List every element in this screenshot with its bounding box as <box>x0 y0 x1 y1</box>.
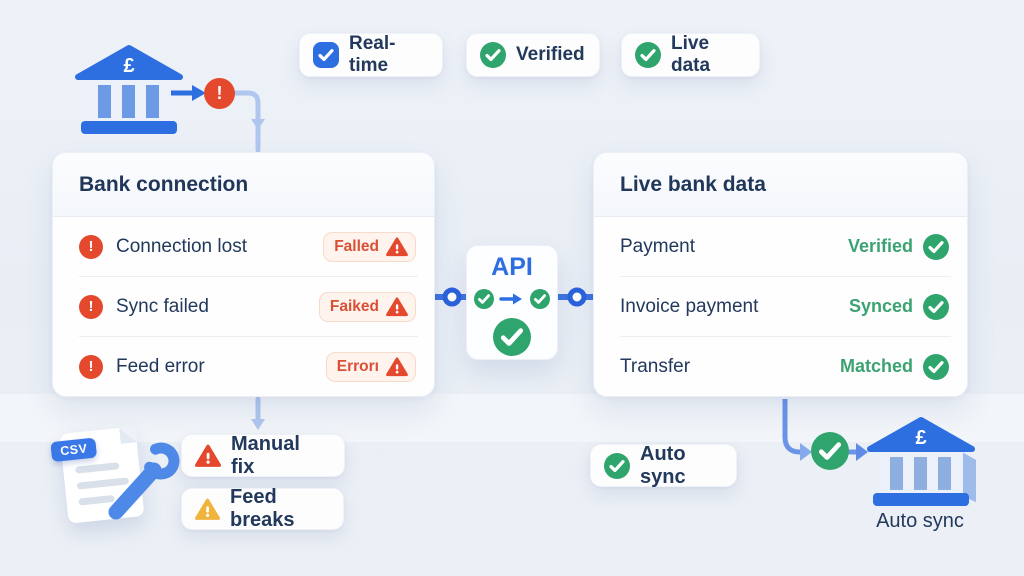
card-body: ! Connection lost Falled ! Sync failed F… <box>53 217 434 396</box>
status-badge: Verified <box>847 233 949 260</box>
api-flow <box>474 289 550 309</box>
check-circle-icon <box>480 42 506 68</box>
warning-triangle-icon <box>195 444 221 468</box>
badge-label: Feed breaks <box>230 486 295 531</box>
card-title: Bank connection <box>79 172 249 196</box>
row-divider <box>620 276 951 277</box>
table-row: Transfer Matched <box>594 337 967 396</box>
badge-feed-breaks: Feed breaks <box>181 486 344 531</box>
bank-icon: £ <box>75 45 183 134</box>
alert-circle-icon: ! <box>79 234 103 259</box>
alert-circle-icon: ! <box>204 78 235 109</box>
warning-triangle-icon <box>386 296 408 317</box>
live-bank-data-card: Live bank data Payment Verified Invoice … <box>593 152 968 397</box>
table-row: ! Feed error Errorı <box>53 337 434 396</box>
badge-verified: Verified <box>466 33 600 77</box>
check-circle-icon <box>923 233 949 260</box>
table-row: ! Sync failed Faiked <box>53 277 434 336</box>
csv-label: CSV <box>50 437 98 463</box>
alert-circle-icon: ! <box>79 354 103 379</box>
badge-real-time: Real-time <box>299 33 443 77</box>
check-squircle-icon <box>313 42 339 68</box>
check-circle-icon <box>604 452 630 479</box>
check-circle-icon <box>530 289 550 309</box>
check-circle-icon <box>923 353 949 380</box>
badge-auto-sync: Auto sync <box>590 442 737 488</box>
arrow-right-icon <box>499 291 525 307</box>
row-label: Payment <box>620 235 695 257</box>
badge-label: Live data <box>671 33 711 76</box>
node-dot <box>442 287 462 307</box>
row-label: Feed error <box>116 355 205 377</box>
badge-label: Auto sync <box>640 442 686 488</box>
background-band <box>0 394 1024 442</box>
node-dot <box>567 287 587 307</box>
table-row: Payment Verified <box>594 217 967 276</box>
status-text: Synced <box>848 296 913 316</box>
badge-label: Verified <box>516 44 585 65</box>
card-header: Live bank data <box>594 153 967 217</box>
wire-card-to-sync <box>782 399 801 455</box>
status-text: Errorı <box>336 357 379 375</box>
bank-connection-card: Bank connection ! Connection lost Falled… <box>52 152 435 397</box>
card-body: Payment Verified Invoice payment Synced … <box>594 217 967 396</box>
warning-triangle-icon <box>386 356 408 377</box>
card-header: Bank connection <box>53 153 434 217</box>
warning-triangle-icon <box>386 236 408 257</box>
status-text: Verified <box>847 236 913 256</box>
badge-live-data: Live data <box>621 33 760 77</box>
wire-alert-to-card <box>233 90 261 153</box>
row-label: Connection lost <box>116 235 247 257</box>
row-divider <box>79 276 418 277</box>
status-badge: Faiked <box>318 291 416 322</box>
table-row: ! Connection lost Falled <box>53 217 434 276</box>
api-box: API <box>466 245 558 360</box>
bank-caption: Auto sync <box>876 510 964 532</box>
badge-label: Real-time <box>349 33 396 76</box>
table-row: Invoice payment Synced <box>594 277 967 336</box>
arrowhead <box>192 85 206 101</box>
bank-icon: £ <box>867 417 976 506</box>
arrowhead <box>856 443 868 461</box>
check-circle-icon <box>474 289 494 309</box>
card-title: Live bank data <box>620 172 766 196</box>
status-badge: Matched <box>839 353 949 380</box>
row-divider <box>79 336 418 337</box>
row-label: Invoice payment <box>620 295 759 317</box>
warning-triangle-icon <box>195 498 220 521</box>
check-circle-icon <box>923 293 949 320</box>
status-badge: Errorı <box>325 351 416 382</box>
pound-symbol: £ <box>915 427 926 449</box>
check-circle-icon <box>493 318 531 356</box>
check-circle-icon <box>811 432 849 470</box>
arrowhead <box>251 419 265 430</box>
arrowhead <box>800 443 812 461</box>
pound-symbol: £ <box>123 55 134 77</box>
status-badge: Falled <box>323 231 416 262</box>
row-divider <box>620 336 951 337</box>
row-label: Transfer <box>620 355 691 377</box>
status-text: Faiked <box>329 297 379 315</box>
badge-label: Manual fix <box>231 432 300 478</box>
api-label: API <box>491 253 533 281</box>
alert-circle-icon: ! <box>79 294 103 319</box>
status-text: Falled <box>334 237 379 255</box>
arrowhead <box>251 119 265 130</box>
wrench-icon <box>108 442 180 520</box>
status-text: Matched <box>839 356 913 376</box>
row-label: Sync failed <box>116 295 209 317</box>
check-circle-icon <box>635 42 661 68</box>
badge-manual-fix: Manual fix <box>181 432 345 478</box>
status-badge: Synced <box>848 293 949 320</box>
